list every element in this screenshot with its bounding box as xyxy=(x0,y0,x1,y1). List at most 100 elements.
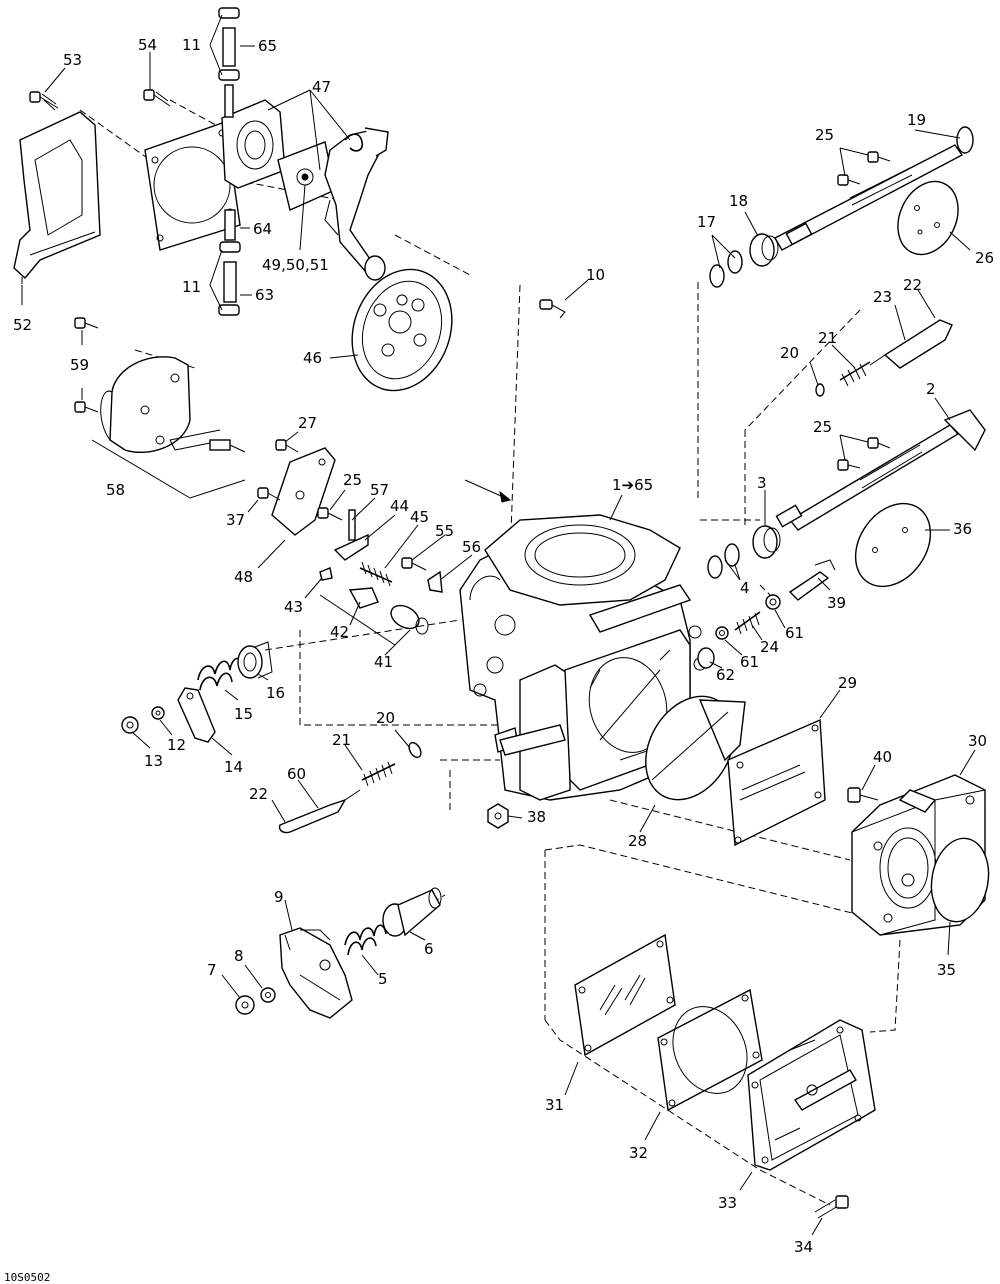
screw-25b xyxy=(867,151,891,163)
callout-28: 28 xyxy=(628,832,647,850)
callout-60: 60 xyxy=(287,765,306,783)
callout-65: 65 xyxy=(258,37,277,55)
callout-45: 45 xyxy=(410,508,429,526)
callout-5: 5 xyxy=(378,970,388,988)
screw-59b xyxy=(74,401,99,413)
washer-61a xyxy=(765,594,781,610)
callout-16: 16 xyxy=(266,684,285,702)
bushing-18 xyxy=(749,233,779,267)
screw-34 xyxy=(814,1195,849,1219)
callout-47: 47 xyxy=(312,78,331,96)
shaft-64 xyxy=(224,209,236,241)
cover-58 xyxy=(74,317,246,499)
washer-61b xyxy=(715,626,729,640)
idle-needle-right xyxy=(815,319,953,397)
callout-3: 3 xyxy=(757,474,767,492)
callout-56: 56 xyxy=(462,538,481,556)
top-left-assembly xyxy=(13,7,389,316)
callout-38: 38 xyxy=(527,808,546,826)
screw-37 xyxy=(257,487,281,501)
shaft-65 xyxy=(222,27,236,67)
diaphragm-cover-46 xyxy=(351,268,453,392)
screw-25a xyxy=(317,507,343,521)
bracket-52 xyxy=(13,111,101,280)
screw-40 xyxy=(847,787,879,803)
callout-14: 14 xyxy=(224,758,243,776)
callout-labels: 53 54 11 65 47 64 49,50,51 11 63 52 46 5… xyxy=(13,36,994,1256)
nut-38 xyxy=(487,803,509,829)
callout-54: 54 xyxy=(138,36,157,54)
callout-37: 37 xyxy=(226,511,245,529)
sleeve-6 xyxy=(382,887,442,937)
callout-7: 7 xyxy=(207,961,217,979)
idle-spring-assembly xyxy=(121,641,273,743)
callout-61: 61 xyxy=(785,624,804,642)
throttle-plate-26 xyxy=(897,180,959,256)
callout-33: 33 xyxy=(718,1194,737,1212)
callout-55: 55 xyxy=(435,522,454,540)
callout-20-right: 20 xyxy=(780,344,799,362)
choke-lever-9 xyxy=(279,927,353,1019)
callout-41: 41 xyxy=(374,653,393,671)
callout-35: 35 xyxy=(937,961,956,979)
callout-18: 18 xyxy=(729,192,748,210)
bushing-16 xyxy=(237,645,263,679)
leader-lines xyxy=(21,14,976,1236)
callout-20: 20 xyxy=(376,709,395,727)
shaft-63 xyxy=(223,261,237,303)
nut-13 xyxy=(121,716,139,734)
gasket-32 xyxy=(657,988,763,1112)
figure-code: 10S0502 xyxy=(4,1271,50,1284)
callout-27: 27 xyxy=(298,414,317,432)
callout-21-right: 21 xyxy=(818,329,837,347)
screw-53 xyxy=(29,91,59,111)
callout-52: 52 xyxy=(13,316,32,334)
screw-25e xyxy=(837,459,861,471)
choke-plate-36 xyxy=(854,502,932,588)
plate-48 xyxy=(257,439,343,536)
screw-55 xyxy=(401,557,427,571)
spring-5 xyxy=(344,924,387,956)
callout-49-50-51: 49,50,51 xyxy=(262,256,329,274)
callout-42: 42 xyxy=(330,623,349,641)
callout-4: 4 xyxy=(740,579,750,597)
callout-31: 31 xyxy=(545,1096,564,1114)
callout-15: 15 xyxy=(234,705,253,723)
callout-36: 36 xyxy=(953,520,972,538)
callout-34: 34 xyxy=(794,1238,813,1256)
callout-25: 25 xyxy=(343,471,362,489)
screw-27 xyxy=(275,439,299,453)
idle-needle-left xyxy=(278,741,422,834)
callout-62: 62 xyxy=(716,666,735,684)
callout-59: 59 xyxy=(70,356,89,374)
callout-29: 29 xyxy=(838,674,857,692)
choke-shaft-2 xyxy=(775,409,986,531)
callout-58: 58 xyxy=(106,481,125,499)
callout-17: 17 xyxy=(697,213,716,231)
bushing-3 xyxy=(752,525,781,559)
seal-4a xyxy=(724,543,740,567)
gasket-28 xyxy=(645,695,746,801)
callout-30: 30 xyxy=(968,732,987,750)
seal-17a xyxy=(727,250,743,274)
pump-cover-33 xyxy=(747,1019,876,1171)
washer-8 xyxy=(260,987,276,1003)
screw-54 xyxy=(143,89,171,107)
callout-25-upper: 25 xyxy=(815,126,834,144)
nut-7 xyxy=(235,995,255,1015)
callout-12: 12 xyxy=(167,736,186,754)
callout-48: 48 xyxy=(234,568,253,586)
callout-64: 64 xyxy=(253,220,272,238)
callout-23: 23 xyxy=(873,288,892,306)
callout-46: 46 xyxy=(303,349,322,367)
callout-9: 9 xyxy=(274,888,284,906)
callout-43: 43 xyxy=(284,598,303,616)
callout-10: 10 xyxy=(586,266,605,284)
screw-10 xyxy=(539,299,566,319)
callout-32: 32 xyxy=(629,1144,648,1162)
callout-63: 63 xyxy=(255,286,274,304)
callout-19: 19 xyxy=(907,111,926,129)
throttle-shaft-19 xyxy=(774,126,974,251)
seal-4b xyxy=(707,555,723,579)
